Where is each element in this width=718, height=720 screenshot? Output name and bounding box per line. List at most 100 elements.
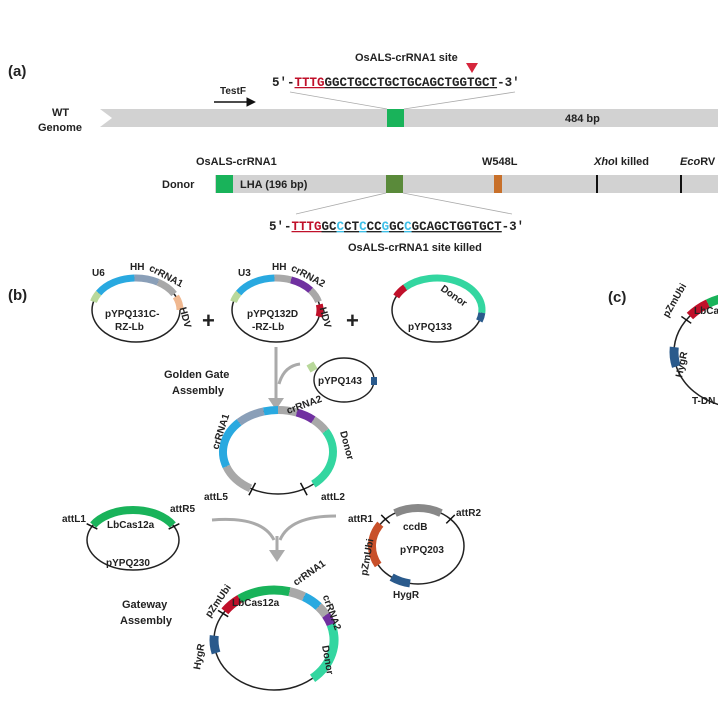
p230-name: pYPQ230	[106, 558, 150, 569]
attl5-tick	[248, 482, 257, 496]
plasmid-pYPQ131C-features	[90, 274, 184, 311]
pzmubi-arc	[221, 595, 242, 615]
donor-label: Donor	[162, 179, 195, 191]
panel-a-label: (a)	[8, 63, 26, 80]
left-end-arc	[393, 284, 408, 299]
donor-arc	[311, 428, 337, 488]
gateway-arrow-right	[278, 514, 337, 541]
donor-arc	[309, 622, 339, 682]
p131-name2: RZ-Lb	[115, 322, 144, 333]
p230-attr5: attR5	[170, 504, 195, 515]
ecorv-label: EcoRV	[680, 156, 716, 168]
attr2-tick	[445, 514, 456, 524]
hh-arc	[134, 274, 160, 286]
plasmid-pYPQ132D-features	[230, 274, 324, 318]
lbcas12a-arc	[237, 585, 291, 604]
crRNA1-arc	[219, 419, 242, 469]
plasmid-pYPQ203-features	[368, 504, 456, 588]
pzmubi-arc	[368, 521, 384, 568]
gateway-arrow-head-icon	[269, 550, 285, 562]
crRNA2-arc	[295, 408, 316, 424]
p203-ccdb: ccdB	[403, 522, 427, 533]
p132-name2: -RZ-Lb	[252, 322, 284, 333]
killed-sequence: 5′-TTTGGCCCTCCCGGCCGCAGCTGGTGCT-3′	[269, 220, 524, 234]
bp-label: 484 bp	[565, 113, 600, 125]
u3-arc	[236, 274, 275, 296]
hh-arc	[274, 274, 292, 284]
zoom-line	[402, 192, 513, 215]
c-lbca: LbCa	[694, 306, 718, 317]
p203-attr2: attR2	[456, 508, 481, 519]
w548l-label: W548L	[482, 156, 518, 168]
assembly-arrow-head-icon	[268, 398, 284, 410]
att-tick	[217, 609, 229, 618]
plasmid-pYPQ133-features	[393, 274, 486, 323]
w548l-mutation	[494, 175, 502, 193]
p131-hh: HH	[130, 262, 144, 273]
p132-hh: HH	[272, 262, 286, 273]
lbcas12a-arc	[90, 506, 176, 528]
donor-bar	[215, 175, 718, 193]
att-tick	[680, 315, 692, 324]
attr5-tick	[168, 522, 180, 530]
intermediate-features	[219, 406, 337, 496]
site-title: OsALS-crRNA1 site	[355, 52, 458, 64]
lbcas12a-arc	[706, 294, 718, 308]
donor-killed-site	[386, 175, 403, 193]
cut-site-marker-icon	[466, 63, 478, 73]
spacer-arc	[308, 287, 322, 304]
p132-u3: U3	[238, 268, 251, 279]
lha-label: LHA (196 bp)	[240, 179, 308, 191]
hdv-arc	[172, 294, 184, 311]
donor-crRNA-site	[216, 175, 233, 193]
attl2-tick	[299, 482, 308, 496]
p131-name1: pYPQ131C-	[105, 309, 159, 320]
xhoi-label: XhoI killed	[593, 156, 649, 168]
crRNA2-arc	[322, 612, 336, 627]
hygr-arc	[209, 635, 221, 655]
zoom-line	[289, 91, 388, 110]
p132-hdv: HDV	[317, 306, 333, 330]
plus-sign: +	[346, 308, 359, 333]
u6-arc	[96, 274, 135, 296]
zoom-line	[403, 91, 516, 110]
fin-donor: Donor	[319, 645, 335, 676]
arc	[288, 587, 306, 601]
arc	[262, 406, 279, 416]
gateway-line1: Gateway	[122, 599, 168, 611]
arc	[222, 464, 253, 493]
p133-name: pYPQ133	[408, 322, 452, 333]
gateway-arrow-left	[211, 517, 276, 541]
wt-label-line2: Genome	[38, 122, 82, 134]
mid-attl2: attL2	[321, 492, 345, 503]
p230-cas: LbCas12a	[107, 520, 155, 531]
c-hygr: HygR	[674, 350, 690, 379]
crRNA-site-label: OsALS-crRNA1	[196, 156, 277, 168]
arc	[236, 407, 265, 426]
plasmid-pYPQ230-features	[86, 506, 180, 530]
p131-u6: U6	[92, 268, 105, 279]
testf-label: TestF	[220, 86, 246, 97]
attl1-tick	[86, 522, 98, 530]
arc	[311, 416, 329, 434]
gateway-line2: Assembly	[120, 615, 173, 627]
wt-target-site	[387, 109, 404, 127]
hygr-arc	[669, 346, 681, 368]
mid-attl5: attL5	[204, 492, 228, 503]
u3-promoter-arc	[230, 290, 242, 304]
fin-cas: LbCas12a	[232, 598, 280, 609]
right-end-arc	[476, 312, 486, 323]
golden-gate-line1: Golden Gate	[164, 369, 229, 381]
wt-genome-bar	[100, 109, 718, 127]
pzmubi-arc	[686, 299, 711, 320]
c-pzmubi: pZmUbi	[661, 282, 689, 320]
fin-hygr: HygR	[192, 642, 208, 670]
p131-hdv: HDV	[177, 306, 193, 330]
plasmid-pYPQ143	[306, 357, 377, 403]
donor-arc	[403, 274, 486, 314]
panel-c-label: (c)	[608, 289, 626, 306]
golden-gate-line2: Assembly	[172, 385, 225, 397]
attr1-tick	[380, 514, 391, 524]
arc	[315, 603, 330, 618]
